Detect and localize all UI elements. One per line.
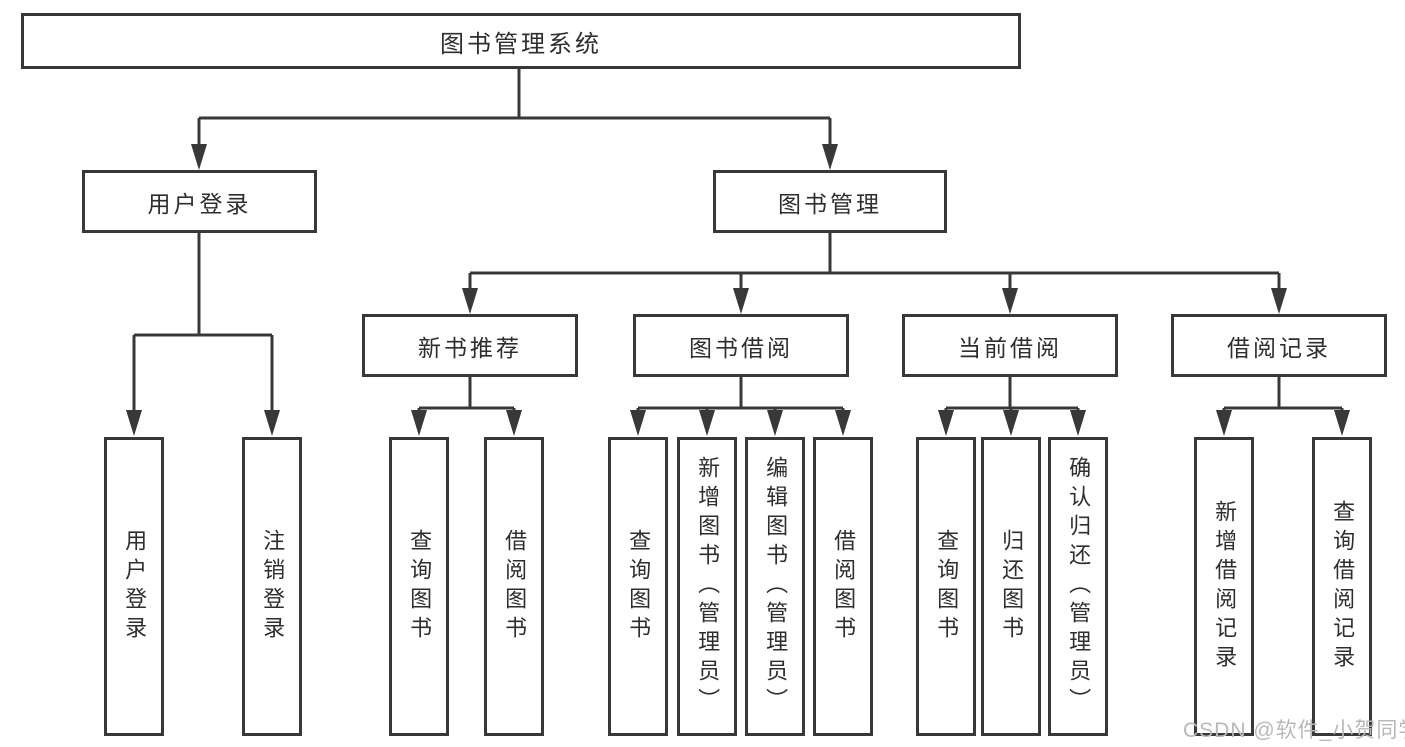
leaf-query-books-recommend: 查询图书 (389, 437, 449, 736)
node-current-borrowing: 当前借阅 (902, 314, 1118, 377)
node-borrowing-records: 借阅记录 (1171, 314, 1387, 377)
leaf-edit-book-admin: 编辑图书（管理员） (745, 437, 805, 736)
node-new-book-recommend-label: 新书推荐 (418, 334, 522, 361)
leaf-borrow-books-recommend-label: 借阅图书 (502, 528, 528, 645)
leaf-query-books-current-label: 查询图书 (934, 528, 960, 645)
leaf-user-login: 用户登录 (104, 437, 164, 736)
node-book-borrowing-label: 图书借阅 (689, 334, 793, 361)
leaf-query-borrow-record-label: 查询借阅记录 (1330, 499, 1356, 674)
leaf-query-books-borrowing: 查询图书 (608, 437, 668, 736)
leaf-query-books-current: 查询图书 (916, 437, 976, 736)
leaf-confirm-return-admin: 确认归还（管理员） (1048, 437, 1108, 736)
node-root: 图书管理系统 (21, 13, 1021, 69)
leaf-add-book-admin-label: 新增图书（管理员） (695, 456, 721, 717)
leaf-borrow-books-borrowing: 借阅图书 (813, 437, 873, 736)
node-book-borrowing: 图书借阅 (633, 314, 849, 377)
leaf-return-book: 归还图书 (981, 437, 1041, 736)
leaf-edit-book-admin-label: 编辑图书（管理员） (763, 456, 789, 717)
leaf-query-books-recommend-label: 查询图书 (407, 528, 433, 645)
watermark-text: CSDN @软件_小贺同学 (1183, 719, 1405, 742)
leaf-borrow-books-recommend: 借阅图书 (484, 437, 544, 736)
leaf-logout-label: 注销登录 (260, 528, 286, 645)
node-user-login: 用户登录 (82, 170, 317, 233)
leaf-return-book-label: 归还图书 (999, 528, 1025, 645)
leaf-query-books-borrowing-label: 查询图书 (626, 528, 652, 645)
node-borrowing-records-label: 借阅记录 (1227, 334, 1331, 361)
leaf-add-borrow-record-label: 新增借阅记录 (1212, 499, 1238, 674)
leaf-confirm-return-admin-label: 确认归还（管理员） (1066, 456, 1092, 717)
node-book-management-label: 图书管理 (778, 190, 882, 217)
node-book-management: 图书管理 (713, 170, 947, 233)
node-new-book-recommend: 新书推荐 (362, 314, 578, 377)
leaf-logout: 注销登录 (242, 437, 302, 736)
node-user-login-label: 用户登录 (147, 190, 252, 217)
node-root-label: 图书管理系统 (440, 30, 602, 58)
node-current-borrowing-label: 当前借阅 (958, 334, 1062, 361)
leaf-borrow-books-borrowing-label: 借阅图书 (831, 528, 857, 645)
leaf-query-borrow-record: 查询借阅记录 (1312, 437, 1372, 736)
leaf-add-borrow-record: 新增借阅记录 (1194, 437, 1254, 736)
leaf-user-login-label: 用户登录 (122, 528, 148, 645)
leaf-add-book-admin: 新增图书（管理员） (677, 437, 737, 736)
arrowheads (126, 144, 1350, 436)
